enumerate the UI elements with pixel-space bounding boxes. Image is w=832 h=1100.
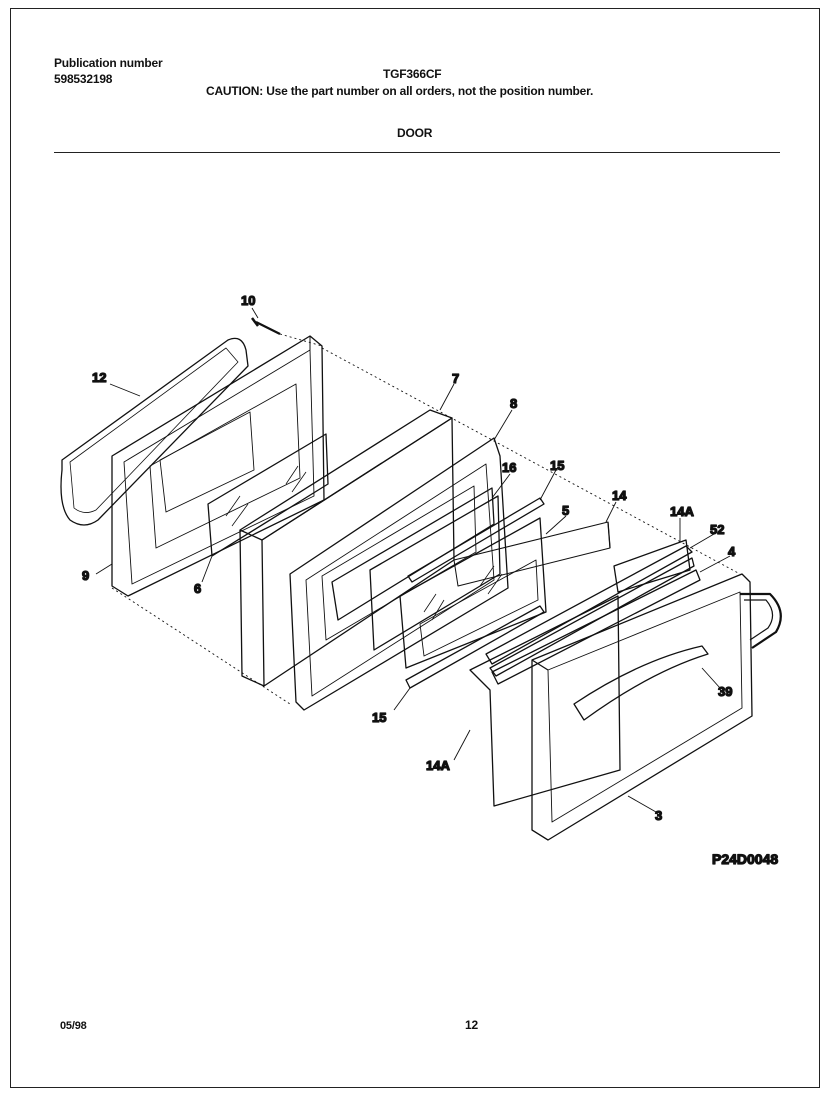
callout-12: 12 [92, 370, 106, 385]
part-9-inner-frame [111, 335, 325, 597]
part-14A-shield [469, 539, 691, 807]
part-5-glass [399, 517, 547, 669]
callout-16: 16 [502, 460, 516, 475]
callout-15-top: 15 [550, 458, 564, 473]
part-10-screw [251, 317, 281, 335]
part-3-outer-door [531, 573, 753, 841]
publication-number: 598532198 [54, 72, 113, 86]
footer-date: 05/98 [60, 1020, 87, 1032]
part-14-wrapper [453, 521, 611, 587]
callout-8: 8 [510, 396, 517, 411]
part-39-handle [573, 592, 782, 721]
callout-14: 14 [612, 488, 627, 503]
callout-5: 5 [562, 503, 569, 518]
callout-15-bottom: 15 [372, 710, 386, 725]
diagram-code: P24D0048 [712, 851, 778, 867]
callout-14A-top: 14A [670, 504, 694, 519]
callout-52: 52 [710, 522, 724, 537]
part-4-outer-glass [491, 569, 701, 685]
leader-lines [95, 307, 731, 813]
callout-10: 10 [241, 293, 255, 308]
part-7-insulation [239, 409, 455, 687]
section-title: DOOR [397, 126, 433, 140]
page-frame [10, 8, 820, 1088]
callout-9: 9 [82, 568, 89, 583]
part-16-window-glass [331, 487, 501, 651]
part-15-trim [405, 497, 545, 689]
callout-14A-bottom: 14A [426, 758, 450, 773]
part-6-inner-glass [207, 433, 329, 557]
part-52-retainer [485, 545, 695, 677]
callout-7: 7 [452, 371, 459, 386]
callout-6: 6 [194, 581, 201, 596]
alignment-lines [111, 333, 741, 705]
caution-note: CAUTION: Use the part number on all orde… [206, 84, 594, 98]
callout-3: 3 [655, 808, 662, 823]
publication-label: Publication number [54, 56, 163, 70]
part-12-gasket [60, 337, 249, 526]
callout-4: 4 [728, 544, 736, 559]
part-8-inner-panel [289, 437, 509, 711]
header-divider [54, 152, 780, 153]
callout-39: 39 [718, 684, 732, 699]
model-number: TGF366CF [383, 67, 442, 81]
page-number: 12 [465, 1018, 478, 1032]
